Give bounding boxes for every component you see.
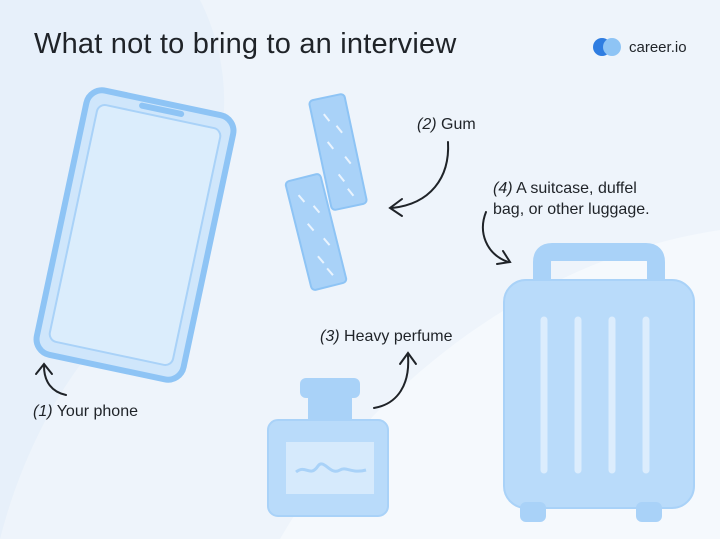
arrow-suitcase-icon [482, 211, 512, 265]
page-title: What not to bring to an interview [34, 28, 457, 60]
brand-name: career.io [629, 38, 687, 56]
arrow-phone-icon [35, 362, 67, 396]
item-label-gum: (2) Gum [417, 114, 476, 135]
phone-icon [33, 87, 237, 383]
arrow-gum-icon [388, 141, 450, 217]
item-label-perfume: (3) Heavy perfume [320, 326, 453, 347]
item-text-line2: bag, or other luggage. [493, 201, 650, 218]
item-number: (1) [33, 403, 53, 420]
brand: career.io [593, 36, 687, 58]
career-io-logo-icon [593, 37, 623, 57]
item-label-phone: (1) Your phone [33, 401, 138, 422]
item-number: (3) [320, 328, 340, 345]
perfume-bottle-icon [267, 378, 389, 517]
item-number: (2) [417, 116, 437, 133]
suitcase-icon [503, 243, 695, 522]
item-label-suitcase: (4) A suitcase, duffel bag, or other lug… [493, 178, 650, 220]
item-text: Your phone [56, 403, 138, 420]
arrow-perfume-icon [373, 351, 417, 409]
item-text: A suitcase, duffel [516, 180, 637, 197]
item-number: (4) [493, 180, 513, 197]
item-text: Gum [441, 116, 476, 133]
item-text: Heavy perfume [344, 328, 453, 345]
gum-icon [284, 93, 368, 291]
